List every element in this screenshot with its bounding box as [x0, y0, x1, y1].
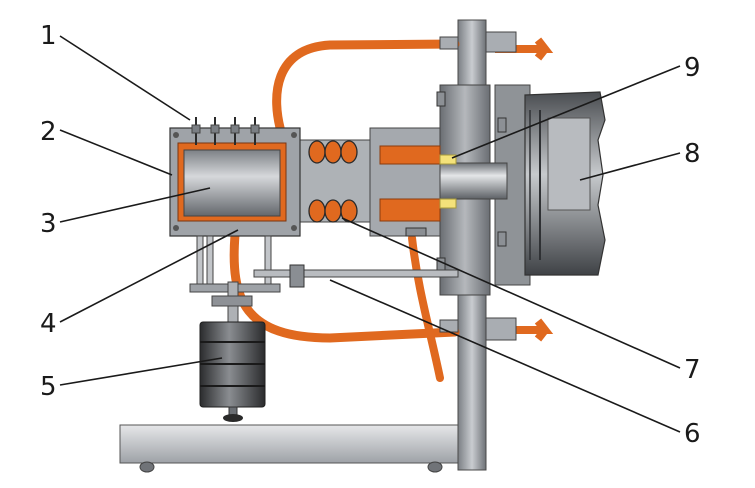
base-plate	[119, 424, 471, 473]
weight-stack	[199, 281, 266, 422]
left-chamber	[169, 127, 301, 237]
leader-3	[59, 187, 211, 223]
upright-bolts	[439, 31, 517, 341]
callout-label-7: 7	[684, 355, 701, 385]
motor-housing	[524, 91, 606, 276]
callout-label-8: 8	[684, 139, 701, 169]
callout-label-2: 2	[40, 117, 57, 147]
flange-bolts	[436, 91, 507, 273]
bellows	[299, 139, 371, 223]
callout-label-4: 4	[40, 309, 57, 339]
leader-5	[59, 357, 223, 386]
cables	[229, 37, 554, 382]
leader-4	[59, 229, 239, 323]
callout-leaders	[59, 35, 681, 433]
leader-2	[59, 129, 173, 176]
seal-ring-upper	[439, 154, 457, 165]
seal-housing	[369, 127, 457, 237]
callout-label-6: 6	[684, 419, 701, 449]
leader-6	[329, 279, 681, 433]
tie-rod	[253, 227, 459, 288]
seal-ring-lower	[439, 198, 457, 209]
leader-8	[579, 152, 681, 181]
leader-7	[341, 217, 681, 369]
callout-label-1: 1	[40, 21, 57, 51]
leader-9	[451, 65, 681, 159]
callout-label-5: 5	[40, 372, 57, 402]
callout-label-3: 3	[40, 209, 57, 239]
leader-1	[59, 35, 191, 121]
callout-label-9: 9	[684, 53, 701, 83]
callout-labels: 1 2 3 4 5 6 7 8 9	[40, 21, 701, 449]
lead-wires	[191, 117, 260, 145]
